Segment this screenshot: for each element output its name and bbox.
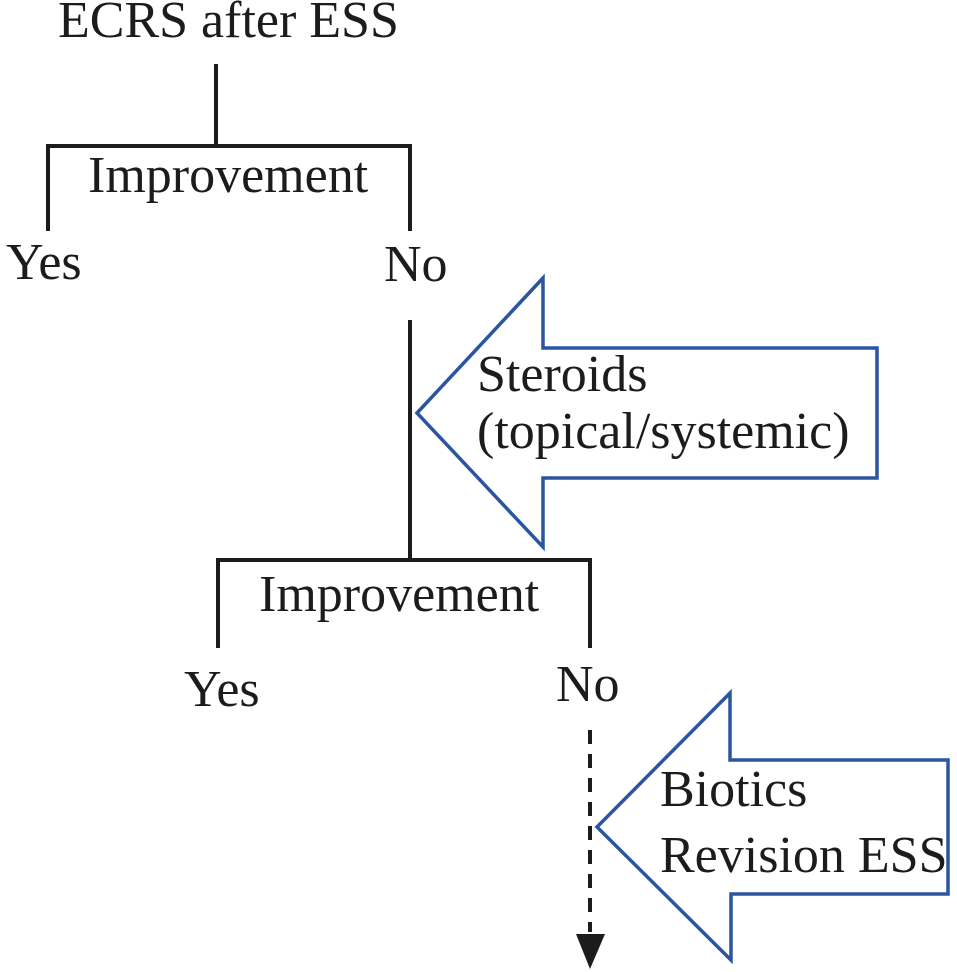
decision2-yes-label: Yes (184, 661, 260, 718)
decision1-label: Improvement (88, 147, 369, 204)
decision1-no-label: No (384, 236, 448, 293)
decision2-no-label: No (556, 656, 620, 713)
steroids-callout-line1: Steroids (477, 346, 648, 403)
biotics-callout-line2: Revision ESS (660, 827, 948, 884)
biotics-callout-arrow-shape (594, 688, 950, 965)
biotics-callout-text: Biotics Revision ESS (660, 757, 948, 889)
decision2-label: Improvement (259, 566, 540, 623)
steroids-callout-line2: (topical/systemic) (477, 403, 850, 460)
decision1-yes-label: Yes (6, 234, 82, 291)
flowchart-title: ECRS after ESS (58, 0, 399, 49)
steroids-callout-text: Steroids (topical/systemic) (477, 346, 850, 460)
down-arrowhead-icon (576, 934, 605, 969)
biotics-callout-line1: Biotics (660, 761, 808, 818)
steroids-callout-arrow-shape (414, 273, 879, 552)
